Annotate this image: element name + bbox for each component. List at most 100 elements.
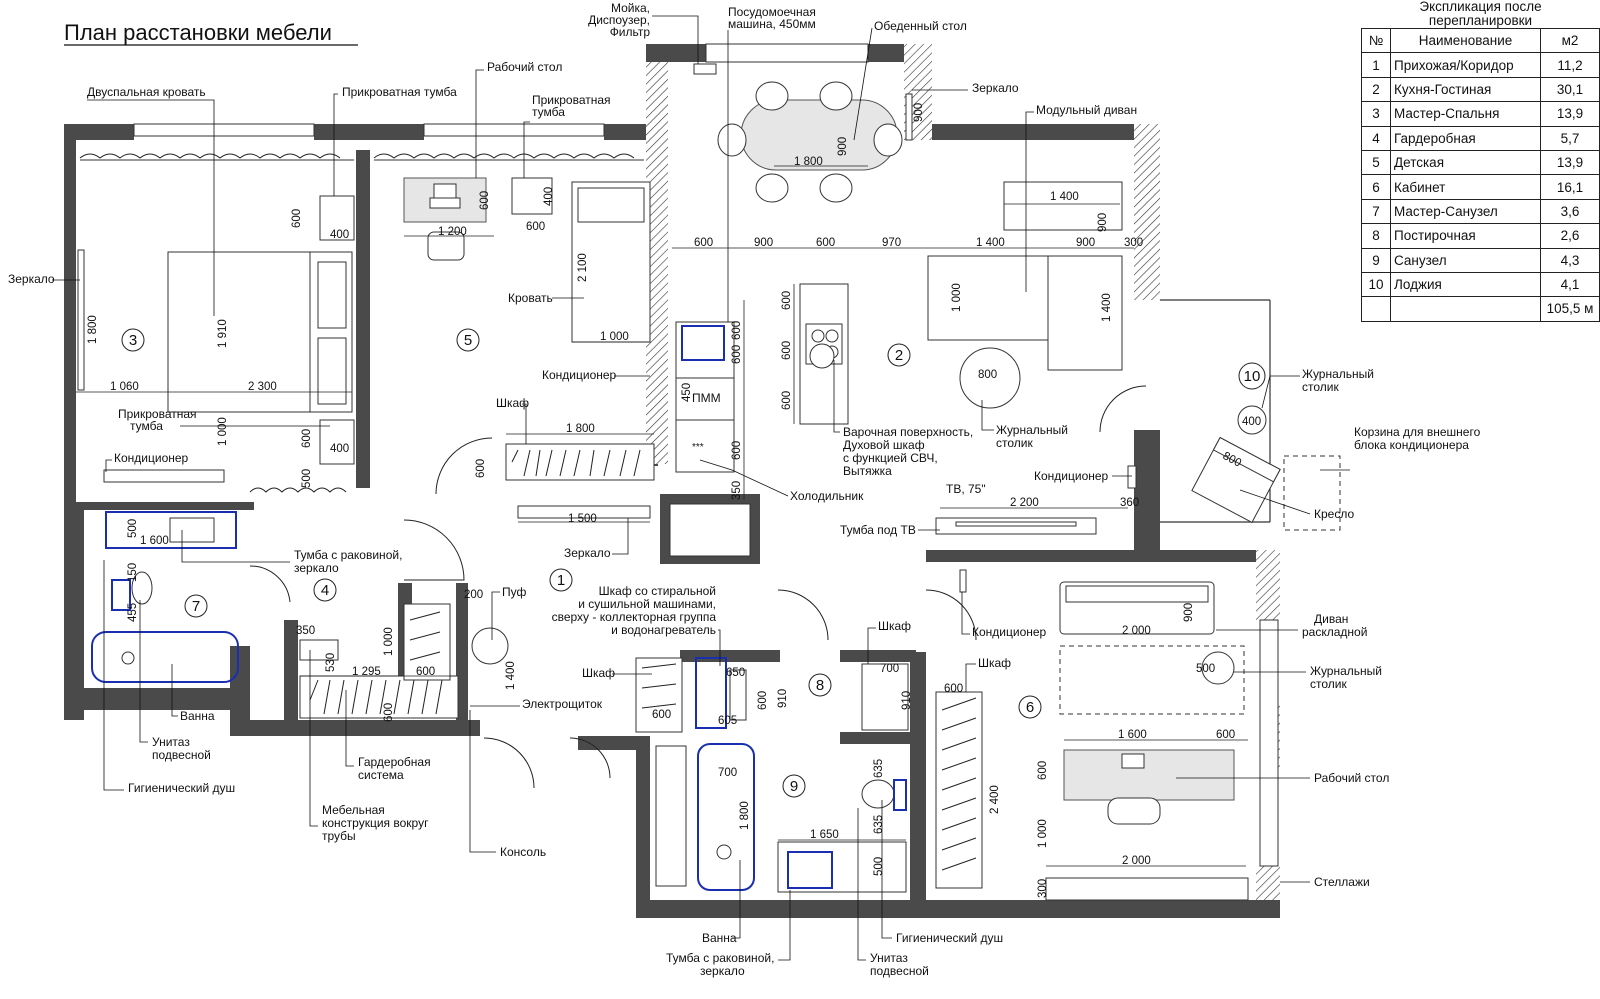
dim-m-400: 400 [330, 229, 349, 241]
dim-w-350: 350 [296, 625, 315, 637]
label-armchair: Кресло [1314, 507, 1354, 521]
dim-mirror-900: 900 [913, 103, 925, 122]
label-mirror-top: Зеркало [972, 81, 1019, 95]
dim-m-1800: 1 800 [87, 315, 99, 344]
dim-kk-600a: 600 [731, 321, 743, 340]
dim-ward-1800: 1 800 [566, 423, 595, 435]
label-hob-2: Духовой шкаф [843, 438, 925, 452]
label-sofa-bed-2: раскладной [1302, 625, 1367, 639]
label-tv: ТВ, 75" [946, 482, 986, 496]
room-number-9: 9 [790, 778, 798, 795]
label-toilet-2: подвесной [870, 964, 929, 978]
dim-s-1000: 1 000 [1037, 819, 1049, 848]
dim-bed-2100: 2 100 [577, 253, 589, 282]
label-bedside-master-2: тумба [130, 419, 163, 433]
dim-dining-900: 900 [837, 137, 849, 156]
dim-row-970: 970 [882, 237, 901, 249]
label-bed: Кровать [508, 291, 553, 305]
header-number: № [1361, 27, 1391, 54]
dim-ward-600: 600 [475, 459, 487, 478]
label-double-bed: Двуспальная кровать [87, 85, 206, 99]
label-ac-master: Кондиционер [114, 451, 189, 465]
dim-k-600b: 600 [781, 341, 793, 360]
label-basket-1: Корзина для внешнего [1354, 425, 1481, 439]
label-coffee-living-1: Журнальный [996, 423, 1068, 437]
label-desk-kids: Рабочий стол [487, 60, 562, 74]
dim-c-910: 910 [901, 691, 913, 710]
explication-title-2: перепланировки [1428, 13, 1533, 28]
label-basket-2: блока кондиционера [1354, 438, 1469, 452]
dim-bench-1500: 1 500 [568, 513, 597, 525]
room-number-8: 8 [816, 677, 824, 694]
dim-s-2000: 2 000 [1122, 625, 1151, 637]
furniture: *** [77, 63, 1341, 901]
label-coffee-study-2: столик [1310, 677, 1347, 691]
walls [64, 44, 1280, 918]
label-dining-table: Обеденный стол [874, 19, 967, 33]
label-sink-1: Мойка, [611, 1, 650, 15]
dim-sofa-900: 900 [1097, 213, 1109, 232]
label-wardrobe-system-2: система [358, 768, 404, 782]
label-washer-2: и сушильной машинами, [578, 597, 716, 611]
label-sink-3: Фильтр [610, 25, 651, 39]
dim-s-500: 500 [1196, 663, 1215, 675]
label-bathtub-master: Ванна [180, 709, 215, 723]
label-hob-4: Вытяжка [843, 464, 892, 478]
label-modular-sofa: Модульный диван [1036, 103, 1137, 117]
label-vanity-1: Тумба с раковиной, [666, 951, 774, 965]
dim-l-600: 600 [652, 709, 671, 721]
dim-desk-600: 600 [479, 191, 491, 210]
svg-text:***: *** [692, 442, 704, 453]
table-header-row: № Наименование м2 [1361, 27, 1600, 54]
room-number-4: 4 [321, 582, 329, 599]
dim-l-650: 650 [726, 667, 745, 679]
dim-c-700: 700 [880, 663, 899, 675]
dim-s-1600: 1 600 [1118, 729, 1147, 741]
dim-s-2400: 2 400 [989, 785, 1001, 814]
dim-b7-1600: 1 600 [140, 535, 169, 547]
label-washer-3: сверху - коллекторная группа [552, 610, 717, 624]
dim-sofa-1400: 1 400 [1050, 191, 1079, 203]
explication-title-1: Экспликация после [1419, 0, 1542, 14]
label-sofa-bed-1: Диван [1314, 612, 1348, 626]
dim-w-1295: 1 295 [352, 666, 381, 678]
room-number-5: 5 [464, 332, 472, 349]
dim-m-600b: 600 [301, 429, 313, 448]
dim-row-900: 900 [754, 237, 773, 249]
dim-coffee-800: 800 [978, 369, 997, 381]
dim-row-1400: 1 400 [976, 237, 1005, 249]
label-ac-living: Кондиционер [1034, 469, 1109, 483]
dim-m-500: 500 [301, 469, 313, 488]
dim-m-2300: 2 300 [248, 381, 277, 393]
label-washer-4: и водонагреватель [611, 623, 716, 637]
label-vanity-master-2: зеркало [294, 561, 339, 575]
label-bathtub: Ванна [702, 931, 737, 945]
label-wardrobe-laundry: Шкаф [878, 619, 911, 633]
dim-s-2000b: 2 000 [1122, 855, 1151, 867]
label-panel: Электрощиток [522, 697, 603, 711]
label-coffee-loggia-1: Журнальный [1302, 367, 1374, 381]
label-mirror-hall: Зеркало [564, 546, 611, 560]
dim-loggia-400: 400 [1242, 416, 1261, 428]
label-toilet-master-2: подвесной [152, 748, 211, 762]
label-ac-study: Кондиционер [972, 625, 1047, 639]
label-wardrobe-system-1: Гардеробная [358, 755, 431, 769]
label-coffee-living-2: столик [996, 436, 1033, 450]
windows [133, 43, 1279, 867]
label-pipe-box-1: Мебельная [322, 803, 385, 817]
dim-s-600b: 600 [1216, 729, 1235, 741]
dim-pouf-200: 200 [464, 589, 483, 601]
dim-w-1000: 1 000 [383, 627, 395, 656]
dim-w-600: 600 [416, 666, 435, 678]
label-toilet-master-1: Унитаз [152, 735, 190, 749]
label-sink-2: Диспоузер, [588, 13, 650, 27]
dim-b7-150: 150 [127, 563, 139, 582]
dim-s-300: 300 [1037, 879, 1049, 898]
